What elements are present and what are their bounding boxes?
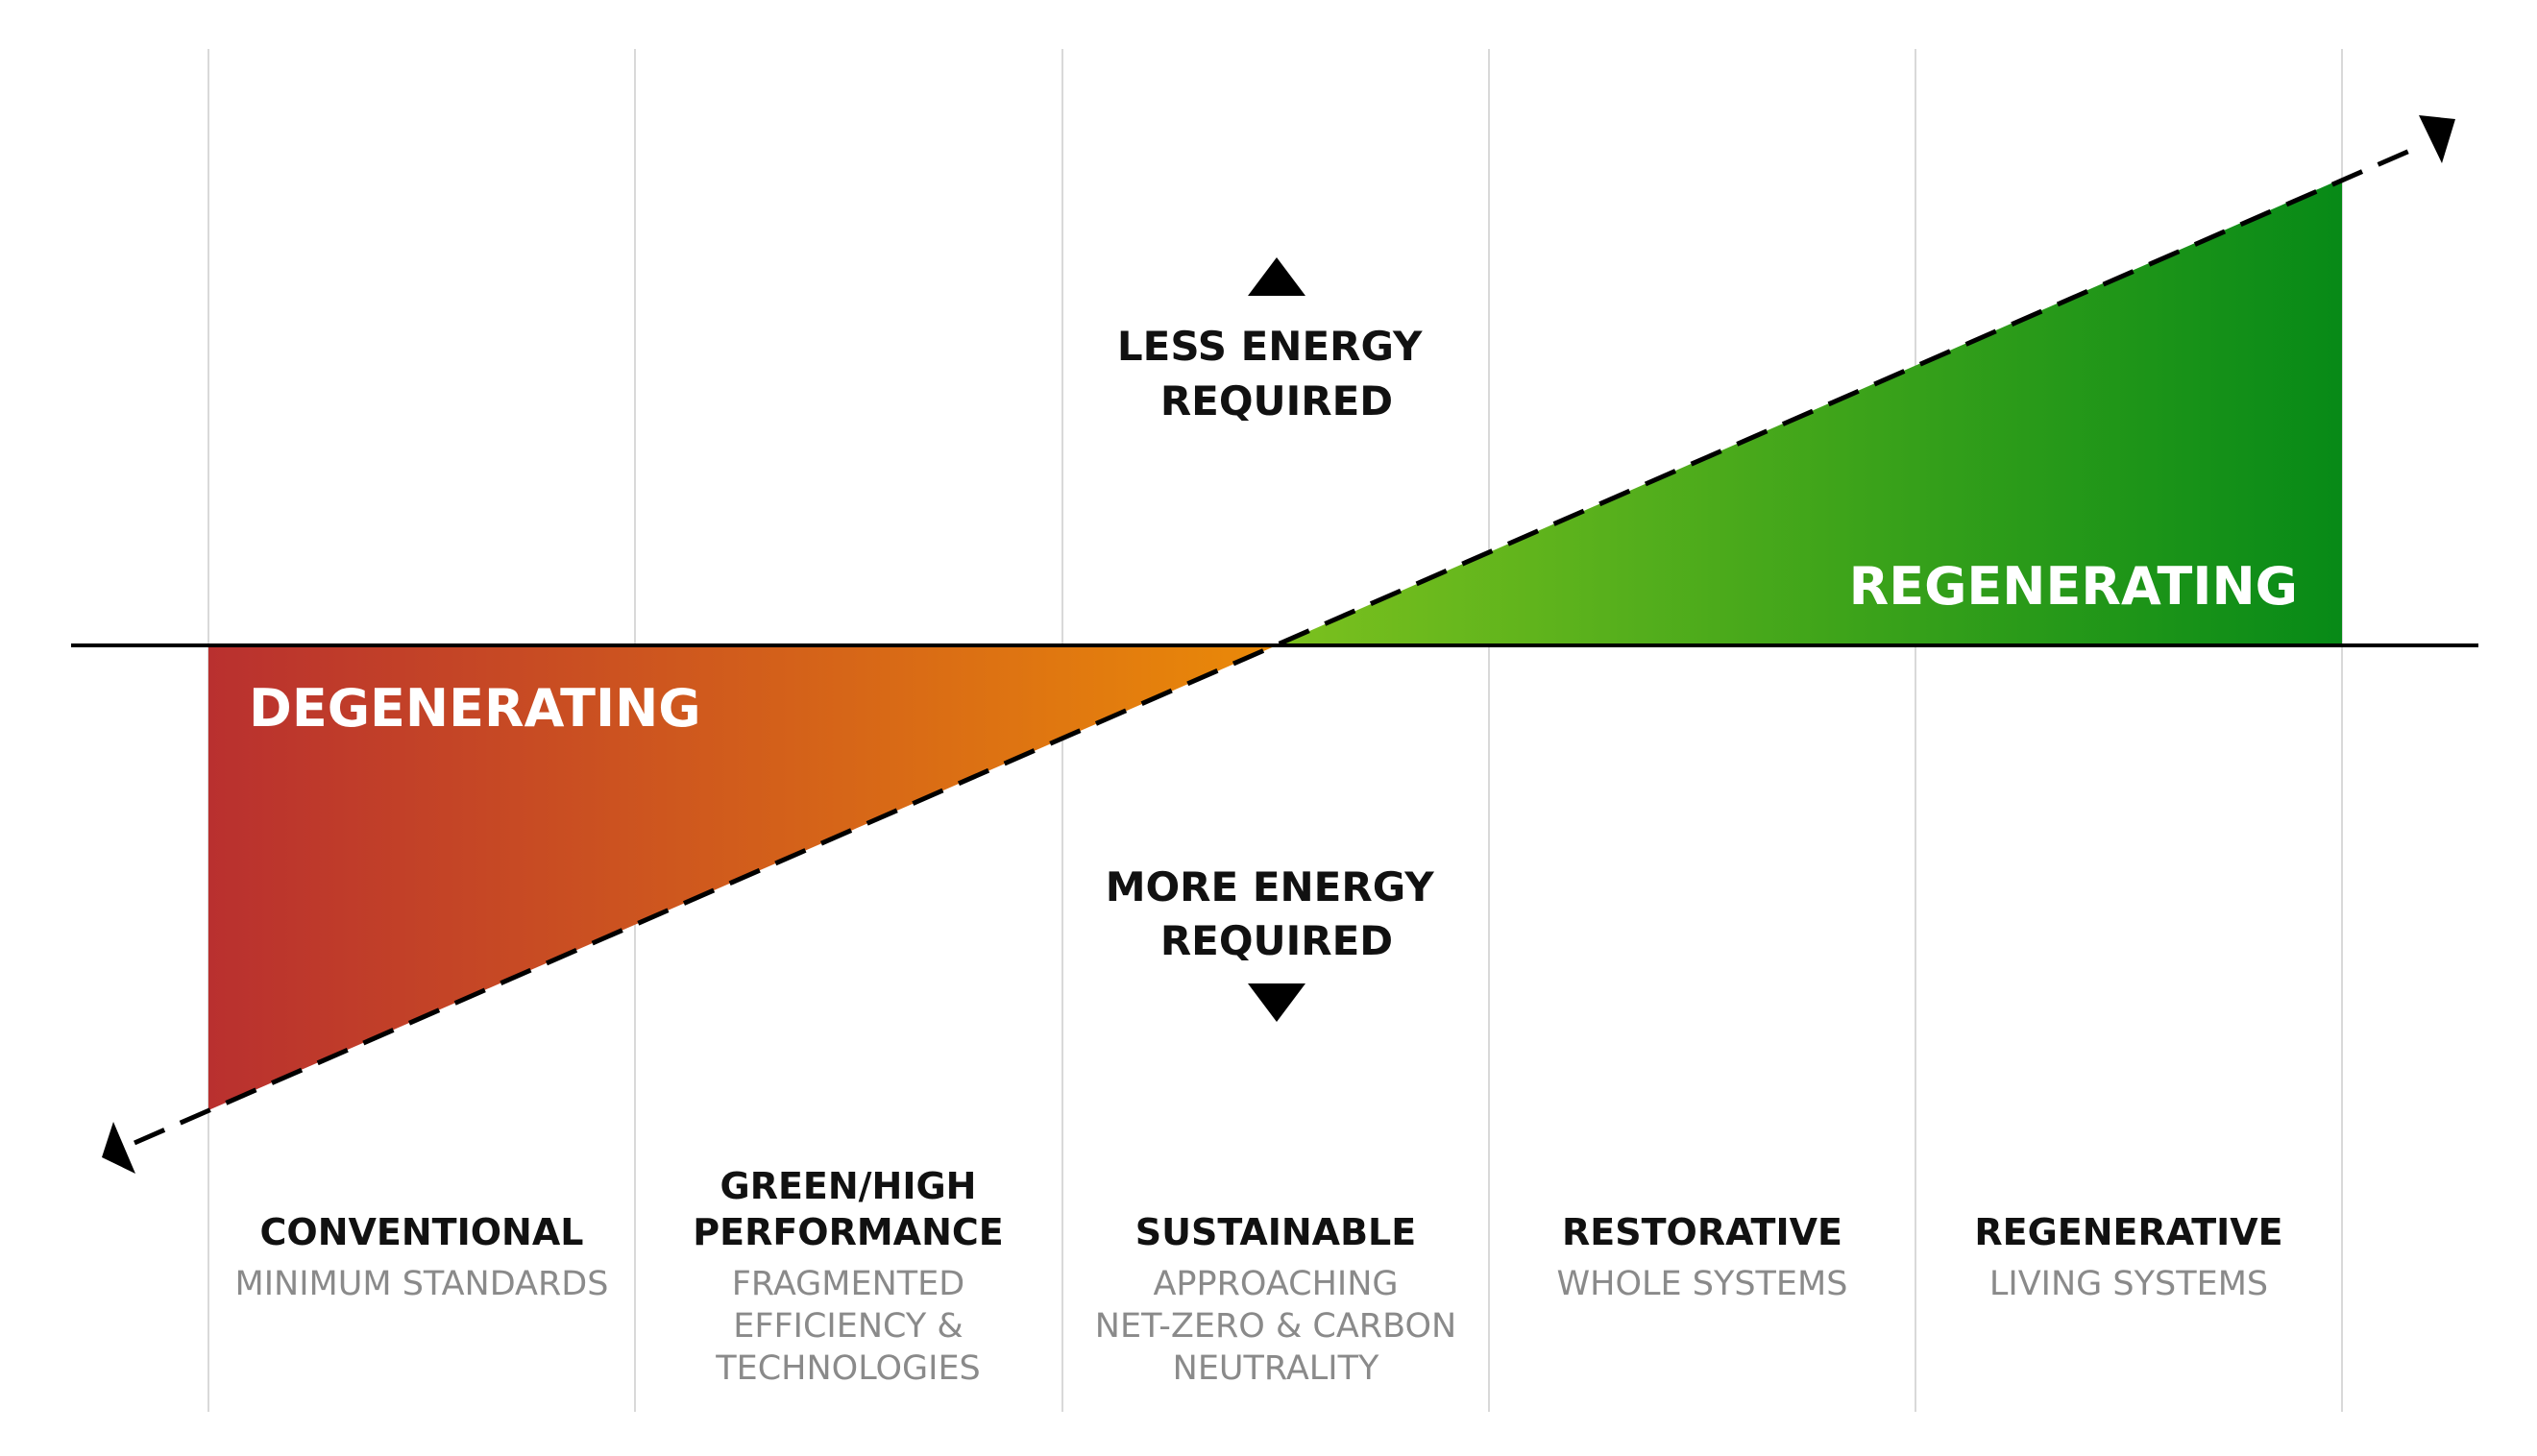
arrowhead-up-right-icon <box>2419 115 2455 163</box>
column-title: RESTORATIVE <box>1562 1211 1842 1253</box>
less-energy-line-2: REQUIRED <box>1160 377 1393 425</box>
less-energy-label: LESS ENERGY REQUIRED <box>1117 323 1436 425</box>
column-subtitle: TECHNOLOGIES <box>715 1349 981 1388</box>
more-energy-line-2: REQUIRED <box>1160 917 1393 964</box>
column-subtitle: FRAGMENTED <box>732 1265 964 1303</box>
triangle-down-icon <box>1248 983 1305 1022</box>
column-title: GREEN/HIGH <box>720 1165 977 1207</box>
column-subtitle: MINIMUM STANDARDS <box>235 1265 609 1303</box>
degenerating-label: DEGENERATING <box>249 678 701 739</box>
column-green-high-performance: GREEN/HIGH PERFORMANCE FRAGMENTED EFFICI… <box>693 1165 1003 1388</box>
column-subtitle: EFFICIENCY & <box>733 1307 963 1346</box>
triangle-up-icon <box>1248 257 1305 296</box>
column-subtitle: NEUTRALITY <box>1173 1349 1379 1388</box>
column-title: PERFORMANCE <box>693 1211 1003 1253</box>
column-conventional: CONVENTIONAL MINIMUM STANDARDS <box>235 1211 609 1303</box>
column-title: SUSTAINABLE <box>1135 1211 1416 1253</box>
column-sustainable: SUSTAINABLE APPROACHING NET-ZERO & CARBO… <box>1095 1211 1456 1388</box>
more-energy-label: MORE ENERGY REQUIRED <box>1106 863 1449 964</box>
column-title: CONVENTIONAL <box>260 1211 584 1253</box>
trend-dashed-line <box>134 143 2422 1146</box>
more-energy-line-1: MORE ENERGY <box>1106 863 1435 910</box>
column-restorative: RESTORATIVE WHOLE SYSTEMS <box>1557 1211 1848 1303</box>
column-subtitle: LIVING SYSTEMS <box>1989 1265 2268 1303</box>
column-title: REGENERATIVE <box>1974 1211 2282 1253</box>
column-subtitle: NET-ZERO & CARBON <box>1095 1307 1456 1346</box>
regenerating-label: REGENERATING <box>1849 556 2298 617</box>
arrowhead-down-left-icon <box>102 1122 135 1174</box>
less-energy-line-1: LESS ENERGY <box>1117 323 1423 370</box>
column-subtitle: WHOLE SYSTEMS <box>1557 1265 1848 1303</box>
column-regenerative: REGENERATIVE LIVING SYSTEMS <box>1974 1211 2282 1303</box>
column-subtitle: APPROACHING <box>1153 1265 1398 1303</box>
